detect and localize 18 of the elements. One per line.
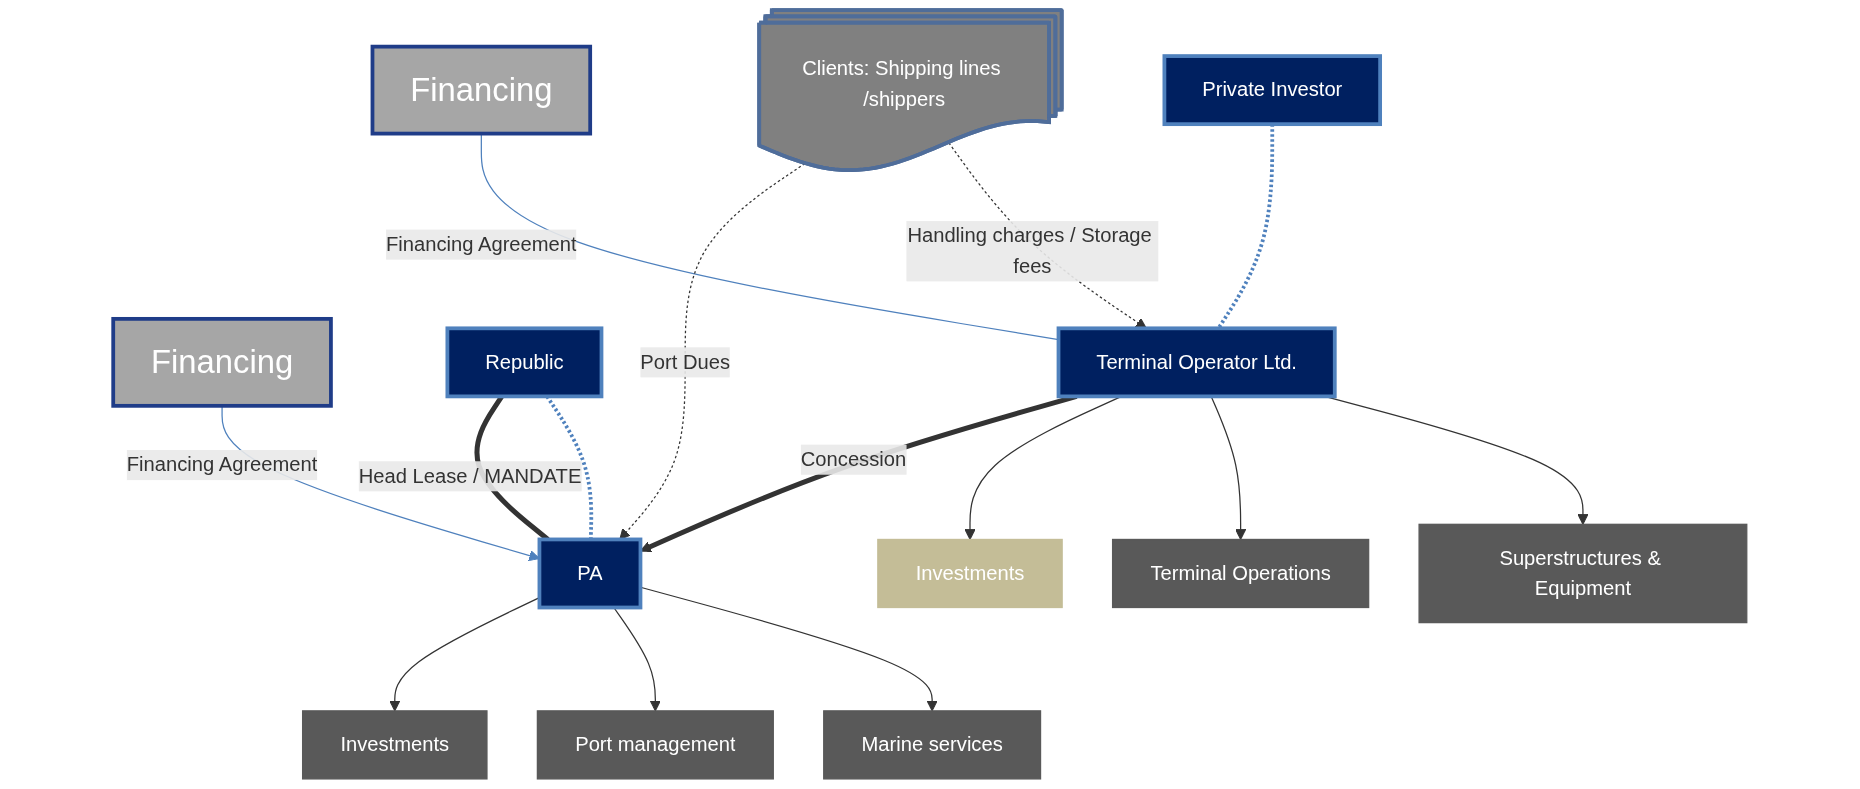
node-box: PA — [537, 537, 643, 610]
node-box: Marine services — [823, 710, 1042, 780]
node-box: Terminal Operations — [1111, 538, 1370, 609]
node-box: Terminal Operator Ltd. — [1056, 326, 1337, 399]
node-box: Port management — [536, 710, 774, 780]
edge-label: Concession — [800, 448, 907, 470]
edge-label: Handling charges / Storage fees — [907, 224, 1152, 277]
edge-label: Head Lease / MANDATE — [358, 464, 582, 487]
node-box: Republic — [445, 326, 604, 399]
node-box: Financing — [111, 317, 333, 408]
node-box: Financing — [370, 44, 593, 136]
node-box: Investments — [877, 538, 1063, 609]
edge-label: Financing Agreement — [386, 233, 577, 255]
edge-label: Financing Agreement — [126, 453, 318, 476]
node-box: Investments — [302, 710, 488, 780]
node-box: Superstructures & Equipment — [1418, 523, 1748, 624]
edge-label: Port Dues — [640, 351, 730, 373]
node-box: Private Investor — [1162, 54, 1382, 127]
